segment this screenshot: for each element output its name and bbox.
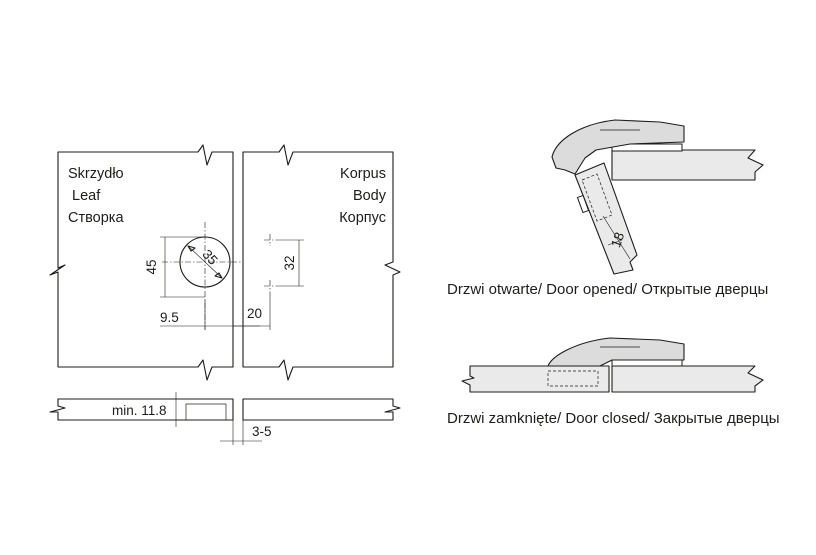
plate-offset-dimension <box>233 292 271 330</box>
bore-offset-label: 9.5 <box>160 310 179 325</box>
section-view-leaf <box>49 398 234 421</box>
min-thickness-label: min. 11.8 <box>112 403 167 418</box>
opened-arm-dimension <box>602 215 631 260</box>
closed-door-panel <box>461 365 610 393</box>
bore-height-label: 45 <box>144 259 159 274</box>
body-label-en: Body <box>353 188 387 204</box>
bore-diameter-label: 35 <box>199 247 220 268</box>
closed-mounting-plate <box>611 359 683 367</box>
opened-door-panel <box>574 162 638 275</box>
leaf-label-pl: Skrzydło <box>68 166 124 182</box>
body-label-ru: Корпус <box>339 210 386 226</box>
caption-door-opened: Drzwi otwarte/ Door opened/ Открытые две… <box>447 281 768 298</box>
gap-dimension <box>220 420 262 445</box>
leaf-label-en: Leaf <box>72 188 101 204</box>
gap-label: 3-5 <box>252 424 272 439</box>
plate-height-dimension <box>276 239 304 287</box>
bore-height-dimension <box>160 236 205 298</box>
caption-door-closed: Drzwi zamknięte/ Door closed/ Закрытые д… <box>447 410 780 427</box>
opened-hinge-arm <box>551 119 685 175</box>
closed-cabinet-board <box>611 365 764 393</box>
section-view-body <box>242 398 401 421</box>
min-thickness-dimension <box>170 392 186 427</box>
mounting-plate-holes <box>264 234 276 292</box>
body-panel <box>242 144 401 381</box>
plate-height-label: 32 <box>282 255 297 270</box>
body-label-pl: Korpus <box>340 166 386 182</box>
leaf-label-ru: Створка <box>68 210 124 226</box>
leaf-panel <box>49 144 234 381</box>
plate-offset-label: 20 <box>247 306 262 321</box>
closed-hinge-arm <box>547 337 685 367</box>
opened-cabinet-board <box>611 149 764 181</box>
arm-length-label: 18 <box>608 230 627 249</box>
